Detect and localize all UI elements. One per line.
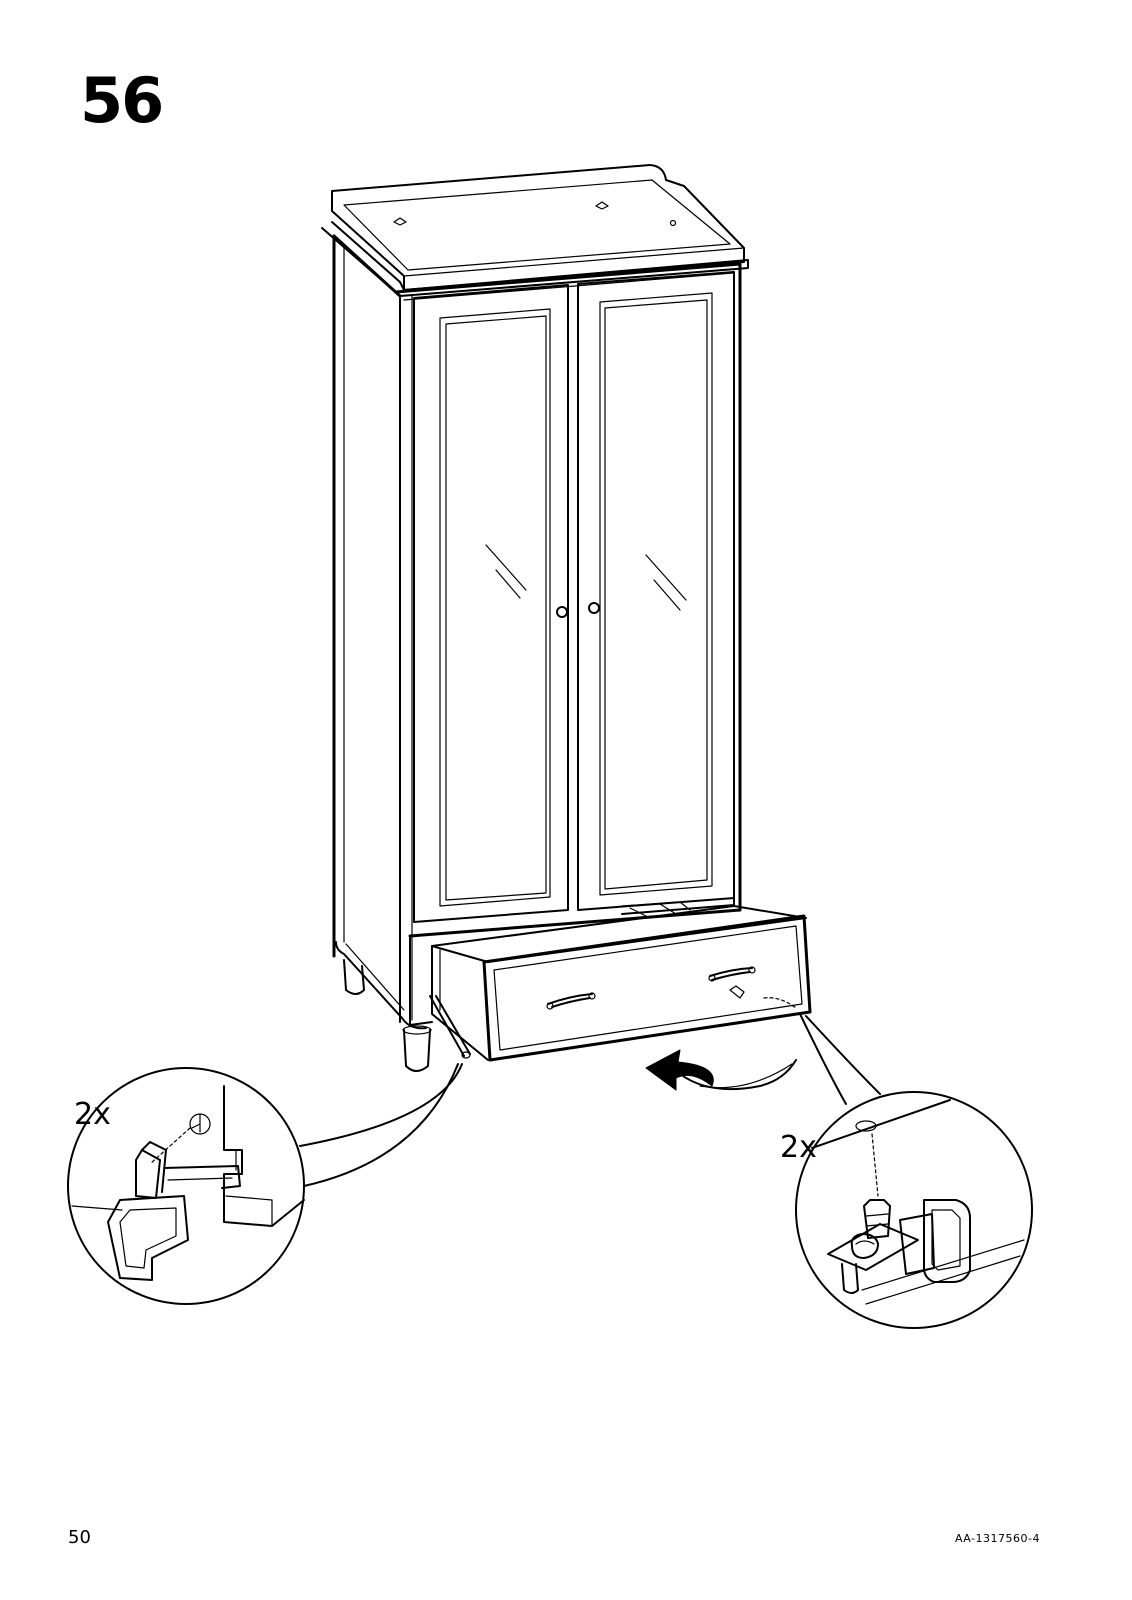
right-detail-magnifier bbox=[796, 1014, 1032, 1328]
right-quantity-label: 2x bbox=[780, 1133, 817, 1163]
page-number: 50 bbox=[68, 1527, 91, 1548]
drawer-insert-arrow-icon bbox=[646, 1050, 796, 1090]
left-detail-magnifier bbox=[68, 1064, 462, 1304]
left-quantity-label: 2x bbox=[74, 1100, 111, 1130]
document-code: AA-1317560-4 bbox=[955, 1532, 1040, 1545]
